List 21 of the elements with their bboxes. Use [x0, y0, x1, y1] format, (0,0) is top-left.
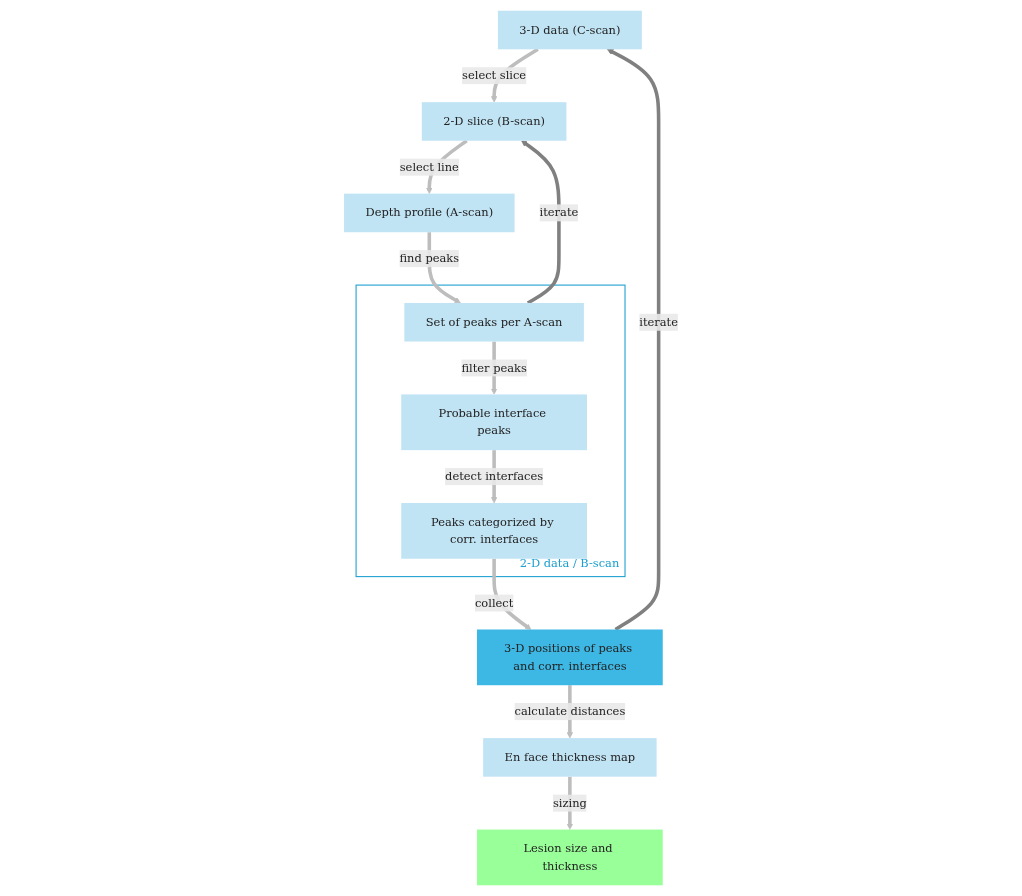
edge-label: select slice: [462, 68, 527, 83]
node-box: Probable interface peaks: [401, 394, 587, 451]
edge-label: collect: [474, 595, 514, 610]
node-box: 2-D slice (B-scan): [421, 102, 567, 141]
node-box: En face thickness map: [483, 738, 657, 777]
node-box: 3-D positions of peaks and corr. interfaces: [477, 629, 663, 686]
node-box: Lesion size and thickness: [477, 829, 663, 886]
edge-label: iterate: [539, 205, 579, 220]
node-box: Depth profile (A-scan): [344, 193, 515, 233]
edge-label: calculate distances: [514, 704, 626, 719]
node-box: Set of peaks per A-scan: [404, 302, 584, 342]
edge-label: sizing: [552, 795, 587, 810]
arrow: [607, 49, 661, 631]
node-box: Peaks categorized by corr. interfaces: [401, 503, 587, 559]
node-box: 3-D data (C-scan): [497, 10, 642, 50]
edge-label: filter peaks: [461, 360, 527, 375]
arrow: [521, 140, 561, 305]
edge-label: select line: [399, 160, 459, 174]
edge-label: detect interfaces: [445, 469, 544, 484]
edge-label: iterate: [639, 315, 678, 329]
edge-label: find peaks: [399, 251, 460, 266]
